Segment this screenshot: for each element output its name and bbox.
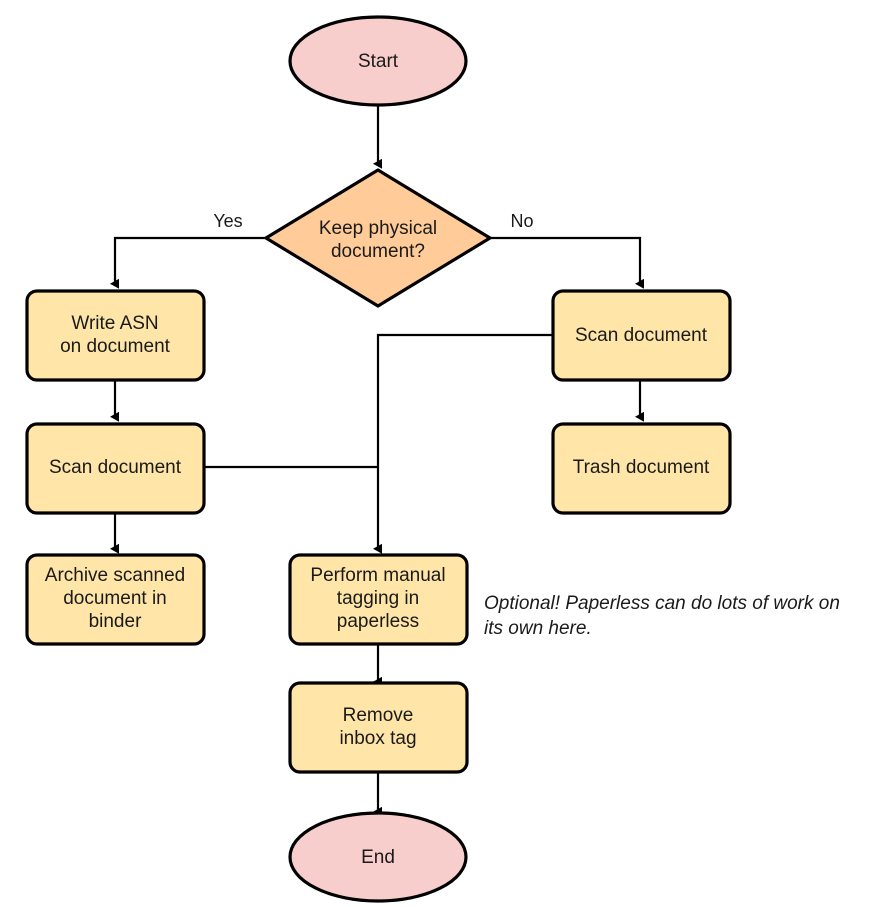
node-write-asn-on-document[interactable]: Write ASN on document [25, 289, 206, 382]
tagging-label-line1: Perform manual [310, 565, 445, 586]
node-perform-manual-tagging[interactable]: Perform manual tagging in paperless [288, 553, 469, 646]
annotation-line1: Optional! Paperless can do lots of work … [484, 593, 840, 614]
node-trash-document[interactable]: Trash document [551, 422, 732, 515]
node-end[interactable]: End [288, 811, 468, 903]
node-start[interactable]: Start [288, 15, 468, 107]
scan-left-label: Scan document [49, 457, 182, 478]
node-remove-inbox-tag[interactable]: Remove inbox tag [288, 681, 469, 774]
scan-left-box [25, 422, 206, 515]
node-keep-physical-document-decision[interactable]: Keep physical document? [264, 168, 492, 308]
edge-scan-right-to-tagging [373, 333, 553, 554]
remove-inbox-label-line2: inbox tag [339, 728, 416, 749]
edge-label-yes: Yes [213, 211, 242, 231]
archive-label-line2: document in [63, 588, 167, 609]
end-ellipse [288, 811, 468, 903]
tagging-label-line2: tagging in [337, 588, 419, 609]
scan-right-box [551, 289, 732, 382]
write-asn-box [25, 289, 206, 382]
remove-inbox-label-line1: Remove [343, 705, 414, 726]
tagging-box [288, 553, 469, 646]
annotation-line2: its own here. [484, 618, 592, 639]
scan-right-label: Scan document [575, 325, 708, 346]
tagging-label-line3: paperless [337, 611, 419, 632]
decision-diamond [264, 168, 492, 308]
edge-decision-no-to-scan-right [490, 236, 644, 289]
edge-label-no: No [510, 211, 533, 231]
write-asn-label-line2: on document [60, 336, 171, 357]
node-scan-document-right[interactable]: Scan document [551, 289, 732, 382]
remove-inbox-box [288, 681, 469, 774]
archive-label-line3: binder [89, 611, 142, 632]
decision-label-line2: document? [331, 241, 425, 262]
end-label: End [361, 847, 395, 868]
start-ellipse [288, 15, 468, 107]
archive-label-line1: Archive scanned [45, 565, 185, 586]
decision-label-line1: Keep physical [319, 218, 437, 239]
node-scan-document-left[interactable]: Scan document [25, 422, 206, 515]
trash-label: Trash document [573, 457, 710, 478]
start-label: Start [358, 51, 399, 72]
node-archive-scanned-document[interactable]: Archive scanned document in binder [25, 553, 206, 646]
trash-box [551, 422, 732, 515]
write-asn-label-line1: Write ASN [71, 313, 158, 334]
archive-box [25, 553, 206, 646]
edge-decision-yes-to-write-asn [110, 236, 265, 289]
